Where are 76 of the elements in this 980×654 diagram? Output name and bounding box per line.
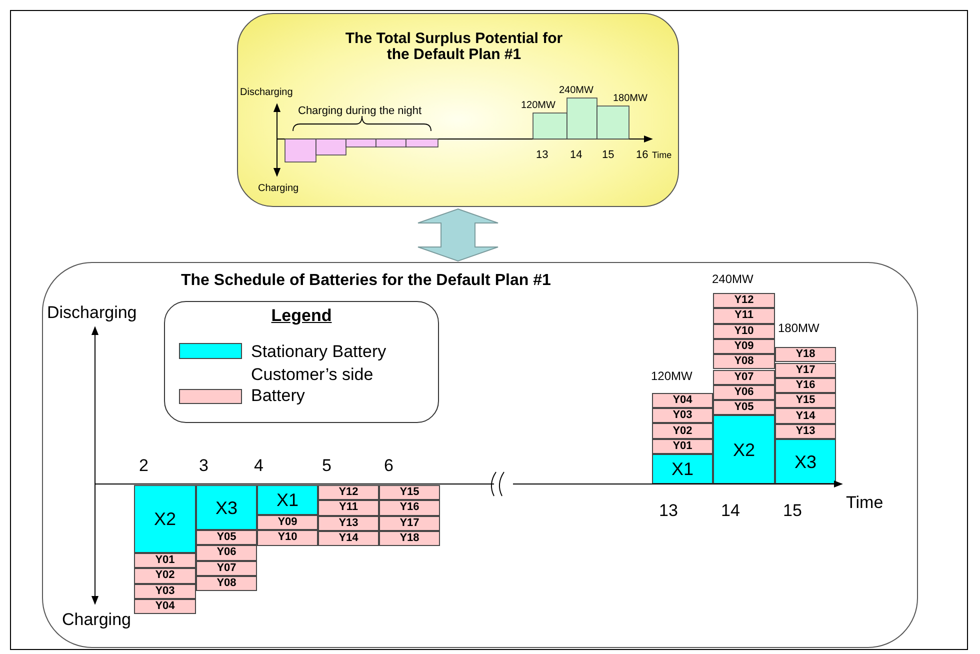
surplus-panel — [237, 13, 679, 207]
value-label: 240MW — [712, 273, 754, 285]
value-label: 120MW — [521, 101, 556, 111]
battery-block: Y08 — [196, 576, 257, 592]
battery-block: Y18 — [775, 347, 836, 362]
tick-label: 15 — [783, 502, 802, 519]
battery-block: Y16 — [379, 500, 440, 516]
tick-label: 6 — [384, 457, 394, 474]
battery-block: Y03 — [134, 584, 196, 599]
value-label: 180MW — [778, 322, 820, 334]
value-label: 180MW — [613, 94, 648, 104]
battery-block: Y06 — [713, 384, 775, 400]
value-label: 120MW — [651, 370, 692, 382]
battery-block: Y04 — [134, 598, 196, 614]
legend-heading: Legend — [271, 306, 332, 325]
panel-heading: The Total Surplus Potential for the Default Plan #1 — [344, 31, 564, 63]
tick-label: 15 — [602, 150, 614, 161]
battery-block: Y04 — [652, 392, 713, 408]
battery-block: X3 — [196, 485, 257, 530]
battery-block: Y11 — [318, 500, 379, 516]
tick-label: 16 — [636, 150, 648, 161]
schedule-panel — [42, 262, 918, 648]
battery-block: X1 — [257, 485, 318, 515]
battery-block: Y10 — [713, 324, 775, 339]
battery-block: Y17 — [379, 516, 440, 531]
battery-block: Y01 — [652, 438, 713, 454]
battery-block: Y07 — [196, 560, 257, 576]
axis-label: Discharging — [240, 88, 293, 98]
axis-label: Charging — [258, 184, 299, 194]
battery-block: Y02 — [652, 423, 713, 439]
tick-label: 2 — [139, 457, 148, 474]
tick-label: 13 — [536, 150, 548, 161]
double-arrow — [418, 208, 498, 262]
battery-block: Y09 — [257, 515, 318, 530]
battery-block: X2 — [134, 485, 196, 553]
battery-block: Y06 — [196, 545, 257, 561]
axis-label: Time — [652, 151, 672, 160]
tick-label: 13 — [659, 502, 678, 519]
battery-block: Y02 — [134, 568, 196, 584]
battery-block: Y15 — [379, 485, 440, 500]
battery-block: Y12 — [318, 485, 379, 500]
battery-block: Y13 — [775, 424, 836, 439]
legend-panel — [164, 301, 439, 423]
tick-label: 3 — [199, 457, 208, 474]
battery-block: Y10 — [257, 530, 318, 546]
tick-label: 14 — [570, 150, 582, 161]
axis-label: Discharging — [47, 304, 137, 321]
battery-block: X2 — [713, 415, 775, 484]
value-label: 240MW — [559, 86, 594, 96]
battery-block: Y14 — [318, 530, 379, 546]
battery-block: Y17 — [775, 362, 836, 378]
tick-label: 4 — [254, 457, 264, 474]
axis-label: Charging — [62, 611, 131, 628]
panel-heading: The Schedule of Batteries for the Default Plan #1 — [181, 272, 551, 290]
battery-block: Y09 — [713, 338, 775, 354]
legend-label: Stationary Battery — [251, 341, 388, 362]
battery-block: Y18 — [379, 530, 440, 546]
battery-block: Y16 — [775, 378, 836, 394]
battery-block: Y07 — [713, 370, 775, 385]
axis-label: Time — [846, 494, 884, 511]
legend-label: Customer’s side Battery — [251, 364, 374, 406]
battery-block: Y08 — [713, 354, 775, 370]
brace-label: Charging during the night — [298, 106, 422, 117]
battery-block: X3 — [775, 439, 836, 484]
battery-block: X1 — [652, 454, 713, 484]
battery-block: Y13 — [318, 516, 379, 531]
battery-block: Y03 — [652, 408, 713, 424]
battery-block: Y12 — [713, 293, 775, 308]
battery-block: Y01 — [134, 553, 196, 568]
tick-label: 5 — [322, 457, 332, 474]
battery-block: Y15 — [775, 393, 836, 408]
battery-block: Y05 — [196, 530, 257, 546]
tick-label: 14 — [721, 502, 740, 519]
battery-block: Y05 — [713, 400, 775, 416]
battery-block: Y11 — [713, 308, 775, 324]
battery-block: Y14 — [775, 408, 836, 424]
